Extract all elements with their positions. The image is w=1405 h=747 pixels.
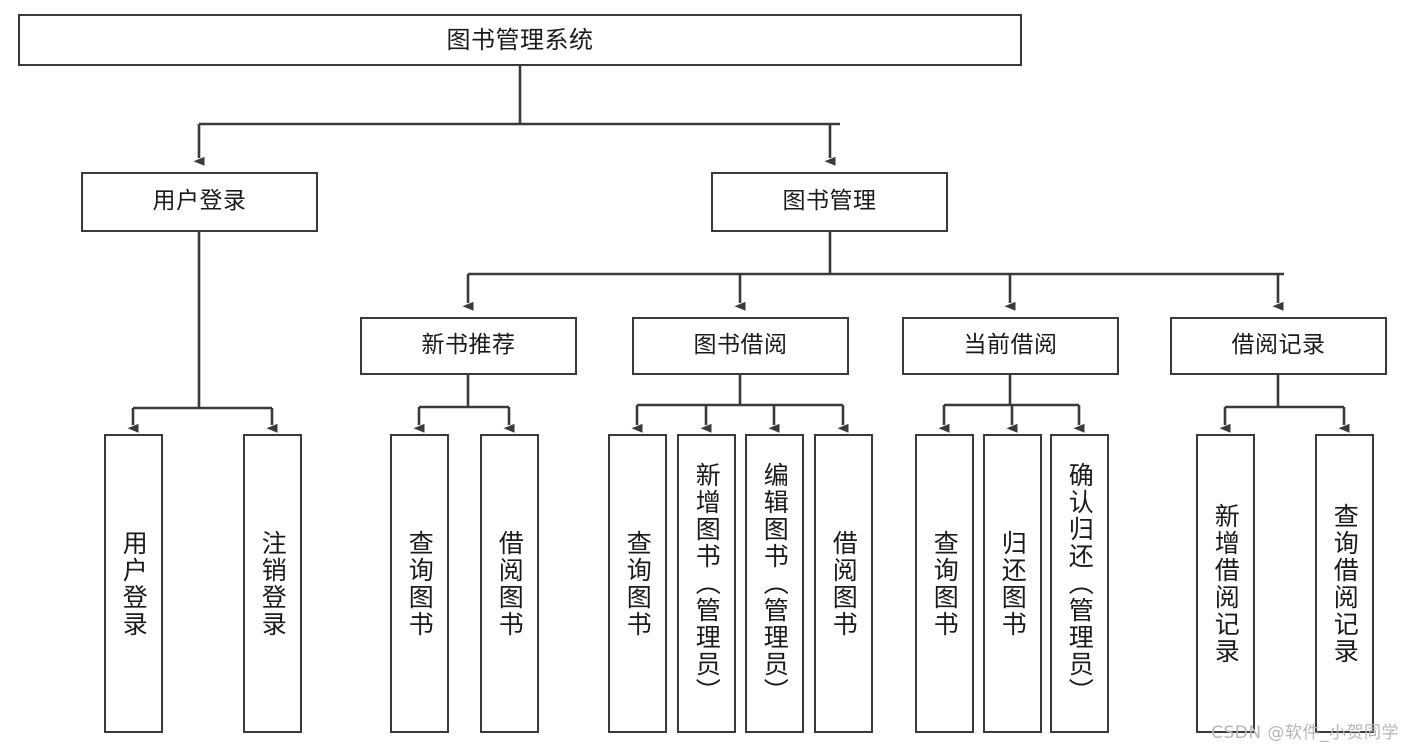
leaf-current-query-book[interactable]: 查询图书 [915, 434, 974, 733]
node-label: 归还图书 [998, 529, 1028, 638]
node-label: 新增借阅记录 [1211, 502, 1241, 665]
node-user-login[interactable]: 用户登录 [81, 172, 318, 232]
node-label: 新书推荐 [421, 332, 516, 359]
node-current-borrow[interactable]: 当前借阅 [902, 317, 1119, 375]
leaf-record-add[interactable]: 新增借阅记录 [1196, 434, 1255, 733]
node-label: 编辑图书（管理员） [760, 462, 790, 705]
node-borrow-record[interactable]: 借阅记录 [1170, 317, 1387, 375]
node-book-management[interactable]: 图书管理 [711, 172, 948, 232]
leaf-borrow-add-book[interactable]: 新增图书（管理员） [677, 434, 736, 733]
node-label: 查询图书 [623, 529, 653, 638]
node-label: 借阅图书 [495, 529, 525, 638]
leaf-record-query[interactable]: 查询借阅记录 [1315, 434, 1374, 733]
node-label: 借阅记录 [1231, 332, 1326, 359]
leaf-current-confirm-return[interactable]: 确认归还（管理员） [1050, 434, 1109, 733]
node-label: 图书管理系统 [446, 25, 594, 54]
node-label: 用户登录 [152, 188, 247, 215]
node-label: 新增图书（管理员） [692, 462, 722, 705]
leaf-borrow-query-book[interactable]: 查询图书 [608, 434, 667, 733]
node-label: 查询借阅记录 [1330, 502, 1360, 665]
node-label: 确认归还（管理员） [1065, 462, 1095, 705]
leaf-new-book-borrow[interactable]: 借阅图书 [480, 434, 539, 733]
node-new-book-recommend[interactable]: 新书推荐 [360, 317, 577, 375]
leaf-borrow-borrow-book[interactable]: 借阅图书 [814, 434, 873, 733]
node-label: 查询图书 [930, 529, 960, 638]
node-label: 查询图书 [405, 529, 435, 638]
node-label: 用户登录 [119, 529, 149, 638]
watermark: CSDN @软件_小贺同学 [1211, 723, 1399, 743]
node-label: 当前借阅 [963, 332, 1058, 359]
node-label: 图书管理 [782, 188, 877, 215]
node-label: 借阅图书 [829, 529, 859, 638]
leaf-user-logout[interactable]: 注销登录 [243, 434, 302, 733]
leaf-user-login[interactable]: 用户登录 [104, 434, 163, 733]
node-label: 注销登录 [258, 529, 288, 638]
leaf-current-return-book[interactable]: 归还图书 [983, 434, 1042, 733]
node-root-system[interactable]: 图书管理系统 [18, 14, 1022, 66]
leaf-new-book-query[interactable]: 查询图书 [390, 434, 449, 733]
node-label: 图书借阅 [693, 332, 788, 359]
leaf-borrow-edit-book[interactable]: 编辑图书（管理员） [745, 434, 804, 733]
node-book-borrow[interactable]: 图书借阅 [632, 317, 849, 375]
